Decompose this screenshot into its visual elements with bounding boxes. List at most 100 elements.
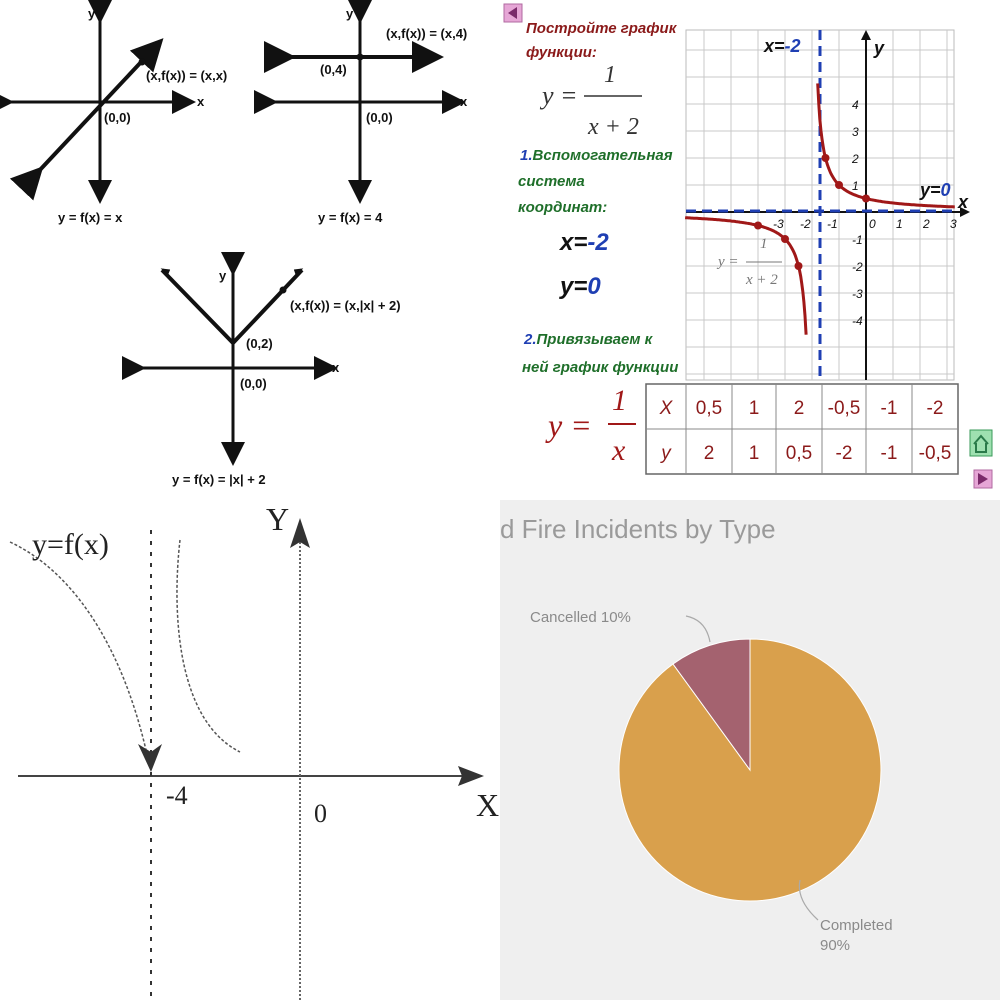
y-tick-label: -4 xyxy=(852,314,863,328)
y-tick-label: 2 xyxy=(851,152,859,166)
base-function-formula: y = 1 x xyxy=(545,384,636,467)
inset-den: x + 2 xyxy=(745,272,778,288)
intercept-label: (0,4) xyxy=(320,62,347,77)
y-axis-label: y xyxy=(873,38,885,58)
graph-abs: (x,f(x)) = (x,|x| + 2) (0,2) (0,0) x y y… xyxy=(122,252,401,487)
step1-line2: система xyxy=(518,173,585,190)
formula-numerator: 1 xyxy=(604,62,616,88)
function-label: y=f(x) xyxy=(32,528,109,561)
function-formula: y = 1 x + 2 xyxy=(539,62,642,140)
caption: y = f(x) = 4 xyxy=(318,210,383,225)
x-axis-label: x xyxy=(957,192,969,212)
triangle-left-icon xyxy=(508,7,517,19)
y-label: y xyxy=(88,6,96,21)
asymptote-sketch: y=f(x) X Y -4 0 xyxy=(0,500,500,1000)
inset-lhs: y = xyxy=(716,254,739,270)
arrow-left xyxy=(160,268,171,276)
y-tick-label: -2 xyxy=(852,260,863,274)
curve-point xyxy=(821,154,830,162)
cancelled-label: Cancelled 10% xyxy=(530,609,631,626)
home-icon xyxy=(973,434,989,453)
x-tick-label: 3 xyxy=(950,217,957,231)
hyperbola-points xyxy=(754,154,870,270)
table-cell: 1 xyxy=(749,443,760,464)
asymptote-x-label: x=-2 xyxy=(763,36,801,56)
completed-leader-line xyxy=(798,879,819,921)
origin-label: (0,0) xyxy=(240,376,267,391)
x-label: x xyxy=(332,360,340,375)
inset-formula: y = 1 x + 2 xyxy=(716,236,782,288)
asymptote-tick-label: -4 xyxy=(166,781,188,810)
triangle-right-icon xyxy=(978,473,988,485)
prev-slide-button[interactable] xyxy=(503,3,523,23)
abs-curve xyxy=(160,268,304,346)
curve-point xyxy=(794,262,803,270)
x-label: x xyxy=(197,94,205,109)
table-cell: -1 xyxy=(881,443,898,464)
task-title-line2: функции: xyxy=(526,44,597,61)
step2-line1: 2.Привязываем к xyxy=(523,331,654,348)
y-arrow xyxy=(290,518,310,548)
x-tick-label: -1 xyxy=(827,217,838,231)
table-cell: 0,5 xyxy=(786,443,812,464)
left-branch-curve xyxy=(9,541,147,751)
next-slide-button[interactable] xyxy=(973,469,993,489)
right-branch-curve xyxy=(176,539,241,753)
table-cell: -2 xyxy=(927,398,944,419)
formula-lhs: y = xyxy=(539,81,578,110)
x-tick-label: 0 xyxy=(869,217,876,231)
table-cell: 2 xyxy=(794,398,805,419)
base-num: 1 xyxy=(612,384,627,417)
x-tick-label: -2 xyxy=(800,217,811,231)
table-cell: 0,5 xyxy=(696,398,722,419)
step1-line3: координат: xyxy=(518,199,607,216)
point-label: (x,f(x)) = (x,4) xyxy=(386,26,467,41)
table-cell: 2 xyxy=(704,443,715,464)
table-row-header: y xyxy=(659,443,672,464)
pie-chart-panel: d Fire Incidents by Type Cancelled 10% C… xyxy=(500,500,1000,1000)
left-branch-arrow xyxy=(138,744,162,772)
asymptote-x: x=-2 xyxy=(558,229,609,256)
origin-label: 0 xyxy=(314,799,327,828)
pie-slice-cancelled[interactable] xyxy=(672,638,751,772)
curve-point xyxy=(835,181,843,189)
curve-point xyxy=(862,194,870,203)
y-label: y xyxy=(219,268,227,283)
asymptote-y-label: y=0 xyxy=(919,180,951,200)
caption: y = f(x) = x xyxy=(58,210,123,225)
intercept-point xyxy=(356,53,364,61)
step2-line2: ней график функции xyxy=(522,359,678,376)
x-tick-label: 1 xyxy=(896,217,903,231)
chart-title: d Fire Incidents by Type xyxy=(500,514,776,544)
sample-point xyxy=(411,53,419,61)
table-cell: -1 xyxy=(881,398,898,419)
step1-line1: 1.Вспомогательная xyxy=(520,147,673,164)
x-axis-label: X xyxy=(476,787,499,823)
graph-identity: (x,f(x)) = (x,x) (0,0) x y y = f(x) = x xyxy=(0,0,227,225)
intercept-label: (0,2) xyxy=(246,336,273,351)
curve-point xyxy=(781,235,789,243)
y-tick-label: 4 xyxy=(852,98,859,112)
task-title-line1: Постройте график xyxy=(526,20,678,37)
table-cell: -0,5 xyxy=(828,398,861,419)
x-tick-label: -3 xyxy=(773,217,784,231)
sample-point xyxy=(279,286,287,294)
x-label: x xyxy=(460,94,468,109)
y-axis-label: Y xyxy=(266,501,289,537)
hyperbola-slide: Постройте график функции: y = 1 x + 2 1.… xyxy=(500,0,1000,500)
graph-constant: (x,f(x)) = (x,4) (0,4) (0,0) x y y = f(x… xyxy=(254,0,468,225)
line-y-equals-x xyxy=(9,38,164,201)
y-tick-label: -1 xyxy=(852,233,863,247)
inset-num: 1 xyxy=(760,236,768,252)
y-tick-label: 1 xyxy=(852,179,859,193)
table-row-header: X xyxy=(659,398,674,419)
curve-point xyxy=(754,221,762,230)
home-button[interactable] xyxy=(969,429,993,457)
sample-point xyxy=(138,58,146,66)
origin-label: (0,0) xyxy=(366,110,393,125)
